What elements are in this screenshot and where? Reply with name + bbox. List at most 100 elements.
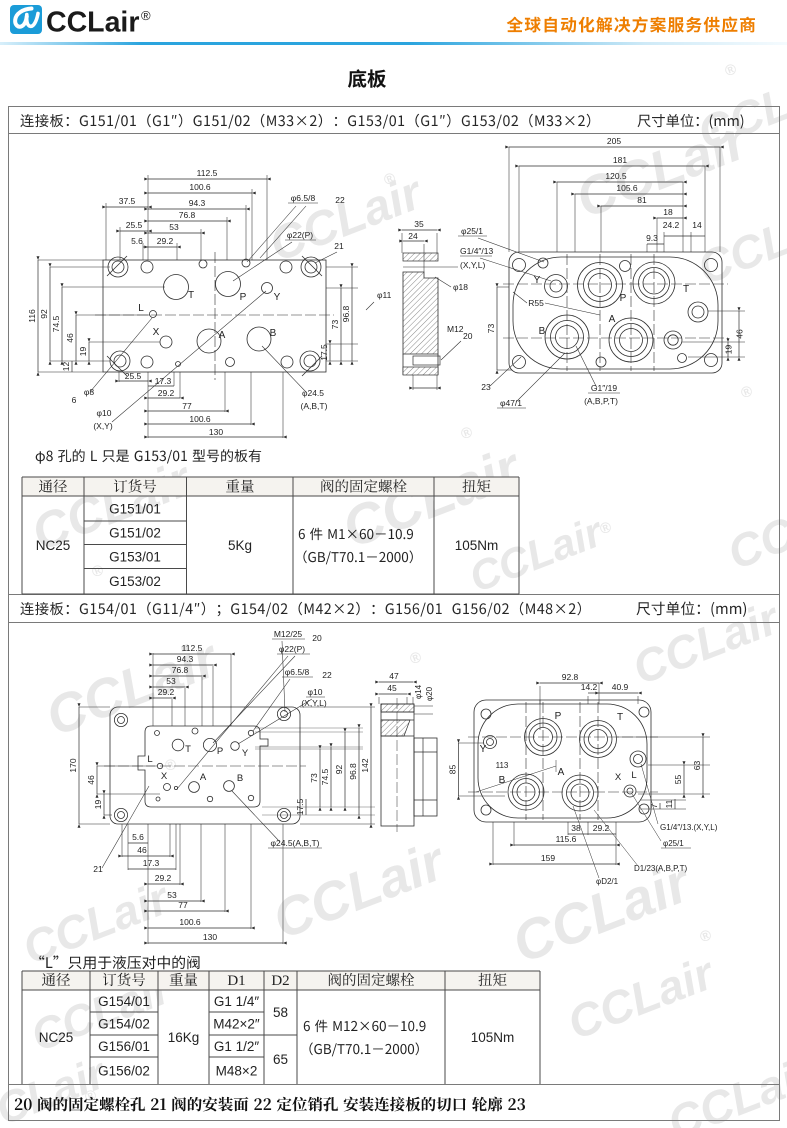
svg-text:17.3: 17.3 xyxy=(143,858,160,868)
svg-text:φD2/1: φD2/1 xyxy=(596,877,619,886)
svg-text:5Kg: 5Kg xyxy=(228,538,252,553)
svg-text:19: 19 xyxy=(93,800,103,810)
svg-text:D2: D2 xyxy=(271,973,289,989)
svg-text:R55: R55 xyxy=(528,298,544,308)
svg-text:55: 55 xyxy=(673,775,683,785)
svg-text:G154/02: G154/02 xyxy=(98,1017,150,1032)
svg-text:φ6.5/8: φ6.5/8 xyxy=(291,193,316,203)
svg-text:81: 81 xyxy=(637,195,647,205)
svg-text:(X,Y,L): (X,Y,L) xyxy=(301,698,327,708)
svg-text:T: T xyxy=(185,744,191,755)
svg-text:φ47/1: φ47/1 xyxy=(500,398,522,408)
svg-text:40.9: 40.9 xyxy=(612,682,629,692)
svg-text:CCLair: CCLair xyxy=(46,7,139,39)
svg-text:G1/4″/13.(X,Y,L): G1/4″/13.(X,Y,L) xyxy=(660,823,718,832)
svg-text:M42×2″: M42×2″ xyxy=(213,1017,260,1032)
svg-text:11: 11 xyxy=(664,799,674,808)
svg-text:(X,Y,L): (X,Y,L) xyxy=(460,260,486,270)
svg-text:φ24.5: φ24.5 xyxy=(302,388,324,398)
svg-text:P: P xyxy=(217,746,223,757)
svg-text:29.2: 29.2 xyxy=(158,687,175,697)
svg-text:159: 159 xyxy=(541,853,555,863)
svg-text:29.2: 29.2 xyxy=(155,873,172,883)
svg-text:74.5: 74.5 xyxy=(51,315,61,332)
svg-text:46: 46 xyxy=(137,845,147,855)
svg-text:24.2: 24.2 xyxy=(663,220,680,230)
svg-text:φ10: φ10 xyxy=(97,408,112,418)
svg-text:φ11: φ11 xyxy=(377,290,392,300)
svg-text:53: 53 xyxy=(167,890,177,900)
svg-text:G151/01: G151/01 xyxy=(109,502,161,517)
svg-text:P: P xyxy=(555,711,562,722)
svg-text:5.6: 5.6 xyxy=(132,832,144,842)
svg-text:φ8: φ8 xyxy=(84,387,95,397)
svg-text:G1 1/2″: G1 1/2″ xyxy=(214,1039,260,1054)
svg-text:X: X xyxy=(153,327,160,338)
svg-text:A: A xyxy=(609,314,616,325)
svg-text:22: 22 xyxy=(322,670,332,680)
svg-text:94.3: 94.3 xyxy=(189,198,206,208)
svg-text:G1/4″/13: G1/4″/13 xyxy=(460,246,494,256)
svg-text:14.2: 14.2 xyxy=(581,682,598,692)
svg-text:46: 46 xyxy=(735,329,745,339)
svg-text:φ14: φ14 xyxy=(414,684,423,699)
svg-text:(A,B,P,T): (A,B,P,T) xyxy=(584,396,618,406)
svg-text:G1″/19: G1″/19 xyxy=(591,383,617,393)
svg-text:7: 7 xyxy=(649,803,659,808)
svg-text:100.6: 100.6 xyxy=(189,182,211,192)
svg-text:Y: Y xyxy=(480,744,487,755)
svg-text:D1: D1 xyxy=(227,973,245,989)
svg-text:L: L xyxy=(147,754,152,765)
svg-text:105.6: 105.6 xyxy=(616,183,638,193)
svg-text:76.8: 76.8 xyxy=(172,665,189,675)
svg-text:NC25: NC25 xyxy=(36,538,71,553)
svg-text:24: 24 xyxy=(408,231,418,241)
svg-text:112.5: 112.5 xyxy=(182,643,203,653)
svg-text:A: A xyxy=(219,330,226,341)
svg-text:45: 45 xyxy=(387,683,397,693)
svg-text:76.8: 76.8 xyxy=(179,210,196,220)
svg-text:130: 130 xyxy=(203,932,217,942)
svg-text:47: 47 xyxy=(389,671,399,681)
svg-text:φ22(P): φ22(P) xyxy=(279,644,305,654)
svg-text:φ6.5/8: φ6.5/8 xyxy=(285,667,310,677)
svg-text:φ18: φ18 xyxy=(453,282,468,292)
svg-text:Y: Y xyxy=(534,275,541,286)
svg-text:113: 113 xyxy=(496,761,509,770)
svg-text:65: 65 xyxy=(273,1052,288,1067)
svg-text:18: 18 xyxy=(663,207,673,217)
svg-text:77: 77 xyxy=(182,401,192,411)
svg-text:96.8: 96.8 xyxy=(341,305,351,322)
svg-text:17.3: 17.3 xyxy=(155,376,172,386)
svg-text:B: B xyxy=(539,326,546,337)
svg-text:130: 130 xyxy=(209,427,223,437)
svg-text:φ24.5(A,B,T): φ24.5(A,B,T) xyxy=(271,838,320,848)
svg-text:29.2: 29.2 xyxy=(593,823,610,833)
svg-text:B: B xyxy=(270,328,277,339)
svg-text:92: 92 xyxy=(39,309,49,319)
svg-text:A: A xyxy=(200,772,207,783)
svg-text:T: T xyxy=(188,290,194,301)
svg-text:A: A xyxy=(558,767,565,778)
svg-text:116: 116 xyxy=(27,309,37,323)
svg-text:19: 19 xyxy=(78,347,88,357)
svg-text:25.5: 25.5 xyxy=(125,371,142,381)
svg-text:25.5: 25.5 xyxy=(126,220,143,230)
svg-text:D1/23(A,B,P,T): D1/23(A,B,P,T) xyxy=(634,864,688,873)
svg-text:37.5: 37.5 xyxy=(119,196,136,206)
svg-text:100.6: 100.6 xyxy=(179,917,201,927)
svg-text:53: 53 xyxy=(169,222,179,232)
svg-text:115.6: 115.6 xyxy=(556,834,577,844)
svg-text:T: T xyxy=(617,712,623,723)
svg-text:21: 21 xyxy=(93,864,103,874)
svg-text:92.8: 92.8 xyxy=(562,672,579,682)
svg-text:38: 38 xyxy=(571,823,581,833)
svg-text:35: 35 xyxy=(414,219,424,229)
svg-text:NC25: NC25 xyxy=(39,1030,74,1045)
svg-text:181: 181 xyxy=(613,155,627,165)
svg-text:46: 46 xyxy=(65,333,75,343)
svg-text:G156/02: G156/02 xyxy=(98,1064,150,1079)
svg-text:G153/02: G153/02 xyxy=(109,574,161,589)
svg-text:φ22(P): φ22(P) xyxy=(287,230,313,240)
svg-text:23: 23 xyxy=(481,382,491,392)
